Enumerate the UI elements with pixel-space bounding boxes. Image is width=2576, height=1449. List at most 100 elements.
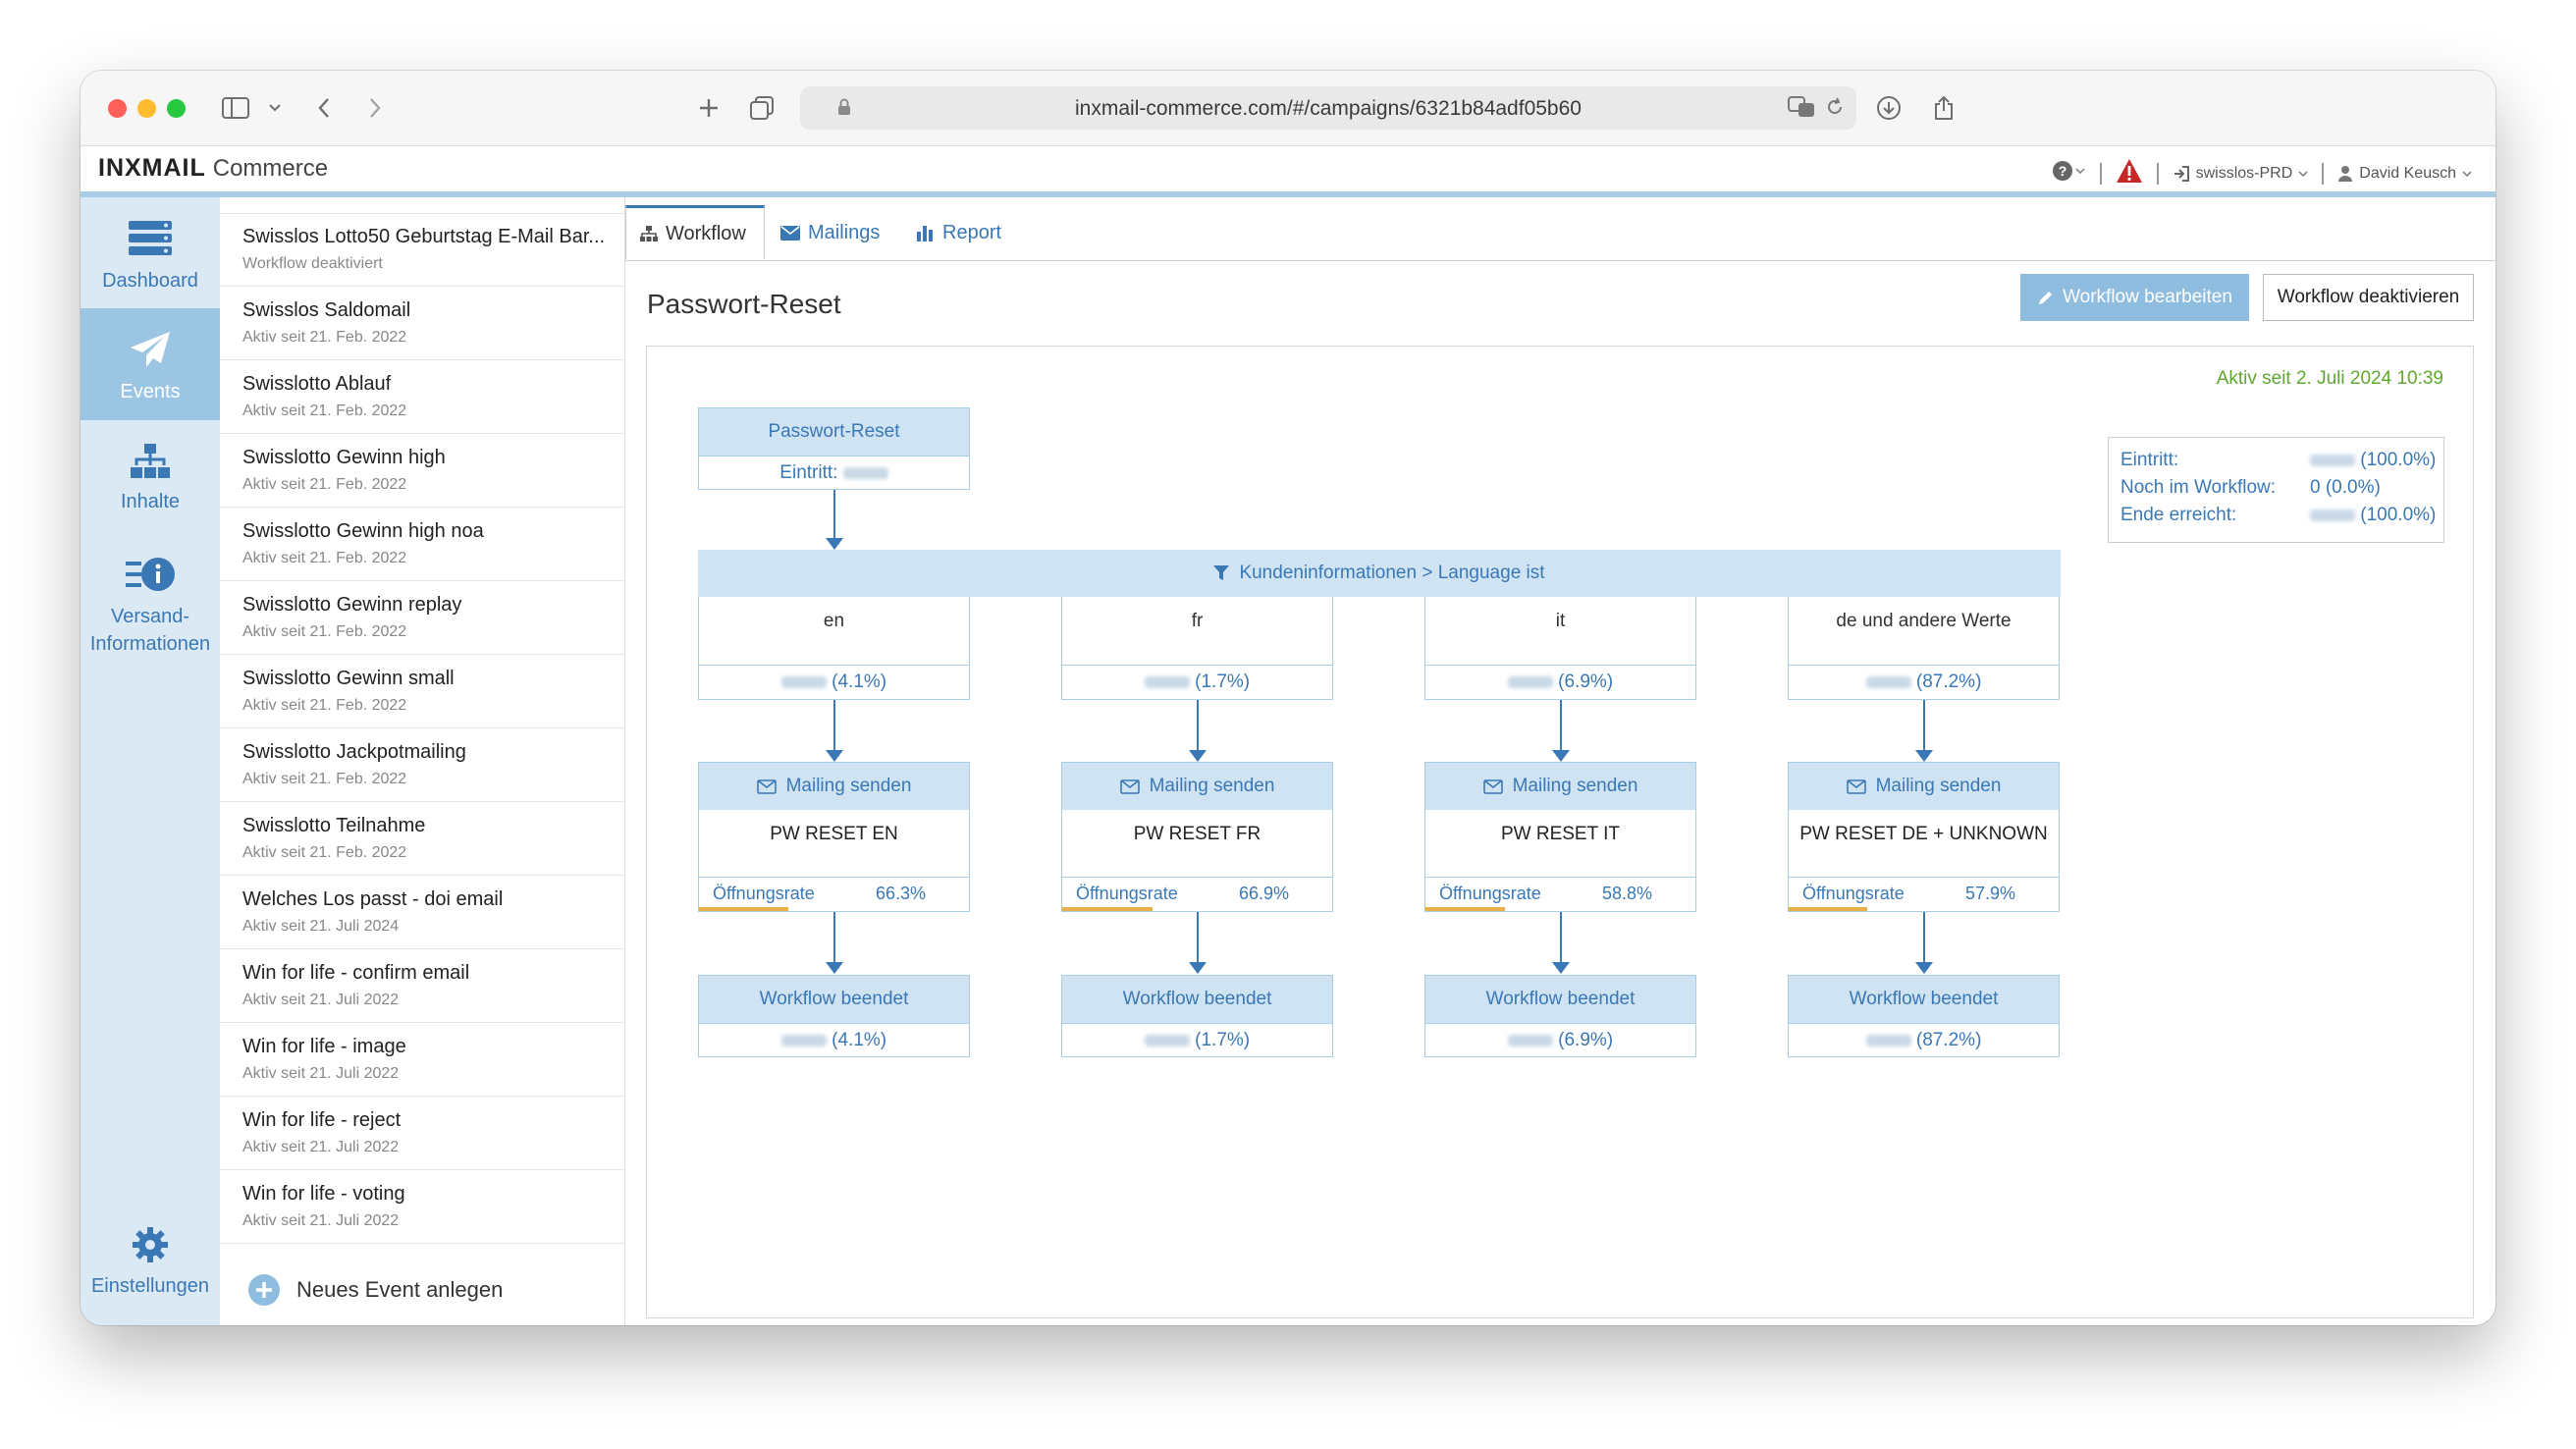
branch-node-de[interactable]: de und andere Werte (87.2%) — [1788, 597, 2060, 700]
sidebar-toggle-icon[interactable] — [216, 88, 255, 128]
user-icon — [2338, 165, 2353, 182]
nav-item-events[interactable]: Events — [80, 308, 220, 420]
nav-label-dashboard: Dashboard — [102, 270, 198, 292]
open-rate-value: 66.9% — [1238, 884, 1289, 903]
filter-icon — [1213, 565, 1230, 580]
list-item-title: Swisslotto Gewinn high noa — [242, 520, 484, 542]
nav-item-dashboard[interactable]: Dashboard — [80, 197, 220, 308]
start-node[interactable]: Passwort-Reset Eintritt: — [698, 407, 970, 490]
branch-node-fr[interactable]: fr (1.7%) — [1061, 597, 1333, 700]
dashboard-icon — [80, 221, 220, 262]
nav-item-versand[interactable]: Versand- Informationen — [80, 532, 220, 660]
mailing-name: PW RESET IT — [1500, 824, 1621, 844]
edit-workflow-button[interactable]: Workflow bearbeiten — [2020, 274, 2249, 321]
close-window-button[interactable] — [108, 99, 127, 118]
condition-node[interactable]: Kundeninformationen > Language ist — [698, 550, 2061, 597]
connector-arrow — [1915, 962, 1933, 974]
zoom-window-button[interactable] — [167, 99, 186, 118]
open-rate-label: Öffnungsrate — [1076, 884, 1178, 903]
connector-arrow — [826, 750, 843, 762]
nav-item-inhalte[interactable]: Inhalte — [80, 420, 220, 532]
end-node-de[interactable]: Workflow beendet (87.2%) — [1788, 975, 2060, 1057]
end-node-en[interactable]: Workflow beendet (4.1%) — [698, 975, 970, 1057]
end-node-it[interactable]: Workflow beendet (6.9%) — [1424, 975, 1696, 1057]
new-event-button[interactable]: Neues Event anlegen — [247, 1273, 503, 1307]
deactivate-workflow-button[interactable]: Workflow deaktivieren — [2263, 274, 2474, 321]
mailing-name: PW RESET FR — [1133, 824, 1261, 844]
connector-arrow — [826, 962, 843, 974]
tab-overview-icon[interactable] — [742, 88, 781, 128]
share-icon[interactable] — [1924, 88, 1963, 128]
nav-label-inhalte: Inhalte — [120, 491, 181, 512]
chevron-down-icon[interactable] — [255, 88, 295, 128]
list-item[interactable]: Workflow deaktiviert — [220, 197, 624, 214]
logo-brand: INXMAIL — [98, 154, 206, 182]
gear-icon — [80, 1226, 220, 1269]
tab-label: Mailings — [808, 221, 881, 243]
tab-mailings[interactable]: Mailings — [780, 205, 880, 260]
branch-label: fr — [1191, 611, 1204, 631]
header-divider — [2322, 162, 2325, 185]
downloads-icon[interactable] — [1869, 88, 1908, 128]
warning-icon[interactable] — [2116, 158, 2143, 188]
start-node-entry: Eintritt: — [779, 462, 838, 483]
list-item[interactable]: Swisslos Lotto50 Geburtstag E-Mail Bar..… — [220, 213, 624, 287]
stats-entry-value: (100.0%) — [2360, 450, 2437, 470]
address-bar[interactable]: inxmail-commerce.com/#/campaigns/6321b84… — [800, 86, 1856, 130]
end-node-fr[interactable]: Workflow beendet (1.7%) — [1061, 975, 1333, 1057]
open-rate-value: 58.8% — [1601, 884, 1652, 903]
new-tab-icon[interactable] — [689, 88, 728, 128]
tab-label: Workflow — [666, 222, 746, 244]
tab-workflow[interactable]: Workflow — [625, 205, 765, 260]
help-icon[interactable]: ? — [2052, 160, 2086, 187]
branch-node-en[interactable]: en (4.1%) — [698, 597, 970, 700]
list-item-title: Win for life - image — [242, 1036, 406, 1057]
minimize-window-button[interactable] — [137, 99, 156, 118]
app-logo[interactable]: INXMAIL Commerce — [98, 154, 328, 183]
end-node-title: Workflow beendet — [1062, 976, 1332, 1023]
mailing-node-de[interactable]: Mailing senden PW RESET DE + UNKNOWN Öff… — [1788, 762, 2060, 912]
list-item-status: Aktiv seit 21. Feb. 2022 — [242, 697, 407, 714]
tab-label: Report — [942, 221, 1002, 243]
branch-node-it[interactable]: it (6.9%) — [1424, 597, 1696, 700]
workflow-stats: Eintritt: (100.0%) Noch im Workflow: 0 (… — [2108, 437, 2444, 543]
tab-report[interactable]: Report — [917, 205, 1001, 260]
envelope-icon — [780, 225, 800, 241]
open-rate-value: 66.3% — [875, 884, 926, 903]
active-since-text: Aktiv seit 2. Juli 2024 10:39 — [2216, 368, 2443, 389]
open-rate-bar — [1425, 907, 1505, 911]
account-switcher[interactable]: swisslos-PRD — [2173, 165, 2309, 183]
connector-line — [1560, 912, 1562, 963]
connector-arrow — [826, 538, 843, 550]
open-rate: Öffnungsrate 66.9% — [1062, 877, 1332, 911]
end-node-share: (1.7%) — [1195, 1030, 1251, 1050]
branch-share: (4.1%) — [832, 671, 887, 692]
user-menu[interactable]: David Keusch — [2337, 165, 2472, 183]
nav-item-einstellungen[interactable]: Einstellungen — [80, 1203, 220, 1301]
nav-label-versand-1: Versand- — [110, 606, 190, 627]
forward-icon[interactable] — [355, 88, 395, 128]
connector-line — [1560, 700, 1562, 751]
redacted-value — [1144, 675, 1190, 688]
translate-icon[interactable] — [1788, 96, 1815, 123]
back-icon[interactable] — [304, 88, 344, 128]
list-item-status: Aktiv seit 21. Feb. 2022 — [242, 402, 407, 419]
mailing-node-title: Mailing senden — [1512, 776, 1638, 796]
reload-icon[interactable] — [1825, 96, 1845, 123]
